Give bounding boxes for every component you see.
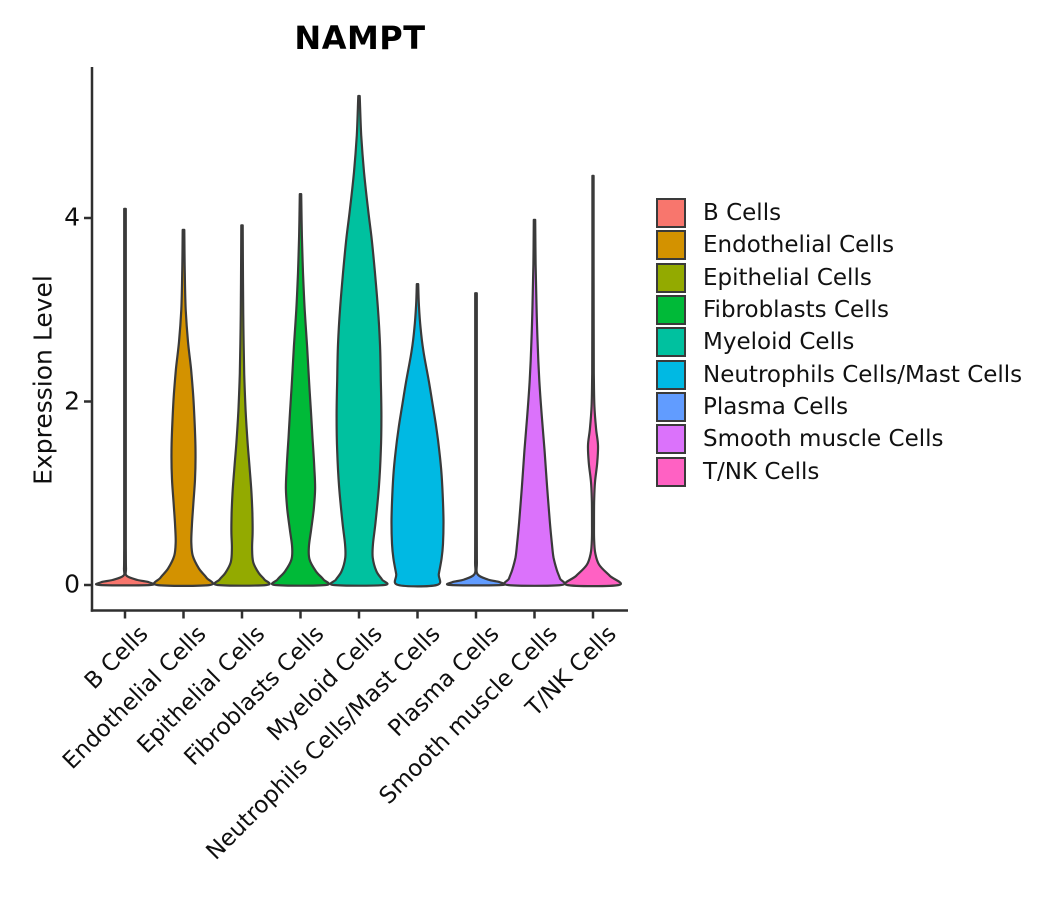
legend-item: Smooth muscle Cells [656, 423, 1022, 455]
y-tick-label: 2 [64, 385, 80, 415]
figure-title: NAMPT [294, 19, 426, 57]
legend-swatch [656, 359, 686, 390]
violin-1 [152, 228, 215, 587]
legend-item: Epithelial Cells [656, 262, 1022, 294]
legend-item: Fibroblasts Cells [656, 294, 1022, 326]
legend-item: Neutrophils Cells/Mast Cells [656, 359, 1022, 391]
legend-swatch [656, 262, 686, 293]
legend-label: Plasma Cells [703, 394, 849, 421]
violin-7 [503, 218, 566, 587]
legend-swatch [656, 327, 686, 358]
violin-0 [94, 207, 156, 587]
legend-item: Myeloid Cells [656, 326, 1022, 358]
violin-4 [329, 94, 389, 587]
legend-swatch [656, 295, 686, 326]
violin-2 [213, 224, 271, 587]
legend-swatch [656, 456, 686, 487]
violin-8 [564, 174, 622, 588]
y-tick-label: 4 [64, 202, 80, 232]
legend-swatch [656, 424, 686, 455]
legend-item: B Cells [656, 197, 1022, 229]
legend-label: Smooth muscle Cells [703, 426, 944, 453]
violin-3 [270, 193, 331, 587]
legend-item: T/NK Cells [656, 456, 1022, 488]
legend-label: Fibroblasts Cells [703, 297, 889, 324]
y-tick-label: 0 [64, 569, 80, 599]
legend-item: Plasma Cells [656, 391, 1022, 423]
legend-label: T/NK Cells [703, 458, 820, 485]
legend-swatch [656, 198, 686, 229]
legend-swatch [656, 392, 686, 423]
legend-swatch [656, 230, 686, 261]
violin-6 [445, 292, 507, 587]
violin-5 [390, 283, 445, 588]
legend-label: B Cells [703, 200, 782, 227]
legend-label: Myeloid Cells [703, 329, 855, 356]
legend-label: Endothelial Cells [703, 232, 895, 259]
legend-label: Neutrophils Cells/Mast Cells [703, 361, 1023, 388]
legend-label: Epithelial Cells [703, 264, 872, 291]
legend-item: Endothelial Cells [656, 229, 1022, 261]
